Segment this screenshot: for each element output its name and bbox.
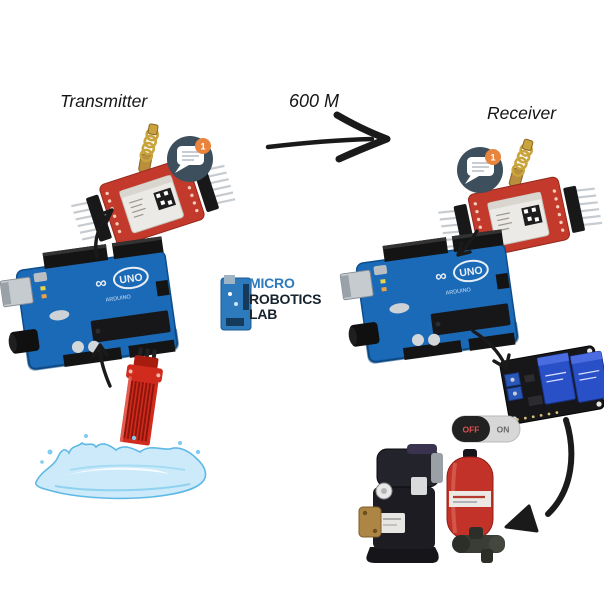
water-splash <box>35 434 207 500</box>
relay-module <box>498 343 604 426</box>
motor-cylinder <box>376 448 440 488</box>
logo-line-micro: MICRO <box>249 275 295 291</box>
logo-header <box>243 284 249 310</box>
distance-label: 600 M <box>289 91 340 111</box>
switch-off-label: OFF <box>463 425 480 435</box>
sensor-to-arduino-arrow <box>91 343 112 388</box>
gauge-center <box>381 488 387 494</box>
arrows <box>91 111 575 533</box>
logo-line-robotics: ROBOTICS <box>249 290 322 307</box>
logo-usb <box>224 275 235 284</box>
water-droplets <box>40 434 201 464</box>
splash-highlight <box>60 467 170 478</box>
sensor-highlight <box>119 376 132 443</box>
bolt <box>362 510 368 516</box>
micro-robotics-lab-logo: MICRO ROBOTICS LAB <box>249 275 322 323</box>
water-level-sensor <box>119 347 163 446</box>
distance-arrow <box>265 111 391 163</box>
sensor-traces <box>123 380 155 442</box>
bolt <box>372 528 378 534</box>
tank-label <box>449 491 491 507</box>
motor-collar <box>431 453 443 483</box>
sensor-hole <box>156 373 161 378</box>
arduino-uno-transmitter <box>0 234 181 376</box>
gsm-to-arduino-arrow <box>456 229 479 257</box>
logo-chip <box>226 318 244 326</box>
transmitter-label: Transmitter <box>60 91 148 111</box>
valve-assembly <box>452 527 505 563</box>
water-pump <box>358 444 505 563</box>
receiver-label: Receiver <box>487 103 557 123</box>
pump-base <box>366 547 439 563</box>
sms-icon-receiver <box>456 146 504 194</box>
pressure-switch-box <box>411 477 427 495</box>
logo-line-lab: LAB <box>249 306 278 322</box>
splash-streak <box>54 483 191 492</box>
arduino-to-gsm-arrow <box>94 208 114 259</box>
splash-body <box>35 441 207 500</box>
sms-icon-transmitter <box>166 135 214 183</box>
tank-cap <box>463 449 477 459</box>
relay-to-pump-arrow <box>504 417 575 533</box>
logo-board-icon <box>220 275 252 331</box>
sensor-hole <box>128 369 133 374</box>
brass-pump-head <box>358 506 382 538</box>
arduino-to-relay-arrow <box>471 329 511 370</box>
gsm-module-transmitter <box>53 104 240 258</box>
pump-label <box>379 513 405 533</box>
splash-streak <box>69 464 186 471</box>
logo-dot <box>228 292 232 296</box>
switch-knob-off <box>452 416 490 442</box>
motor-top-band <box>407 444 437 454</box>
power-switch[interactable]: OFF ON <box>451 415 521 443</box>
switch-on-label: ON <box>497 425 510 435</box>
logo-dot <box>234 302 238 306</box>
